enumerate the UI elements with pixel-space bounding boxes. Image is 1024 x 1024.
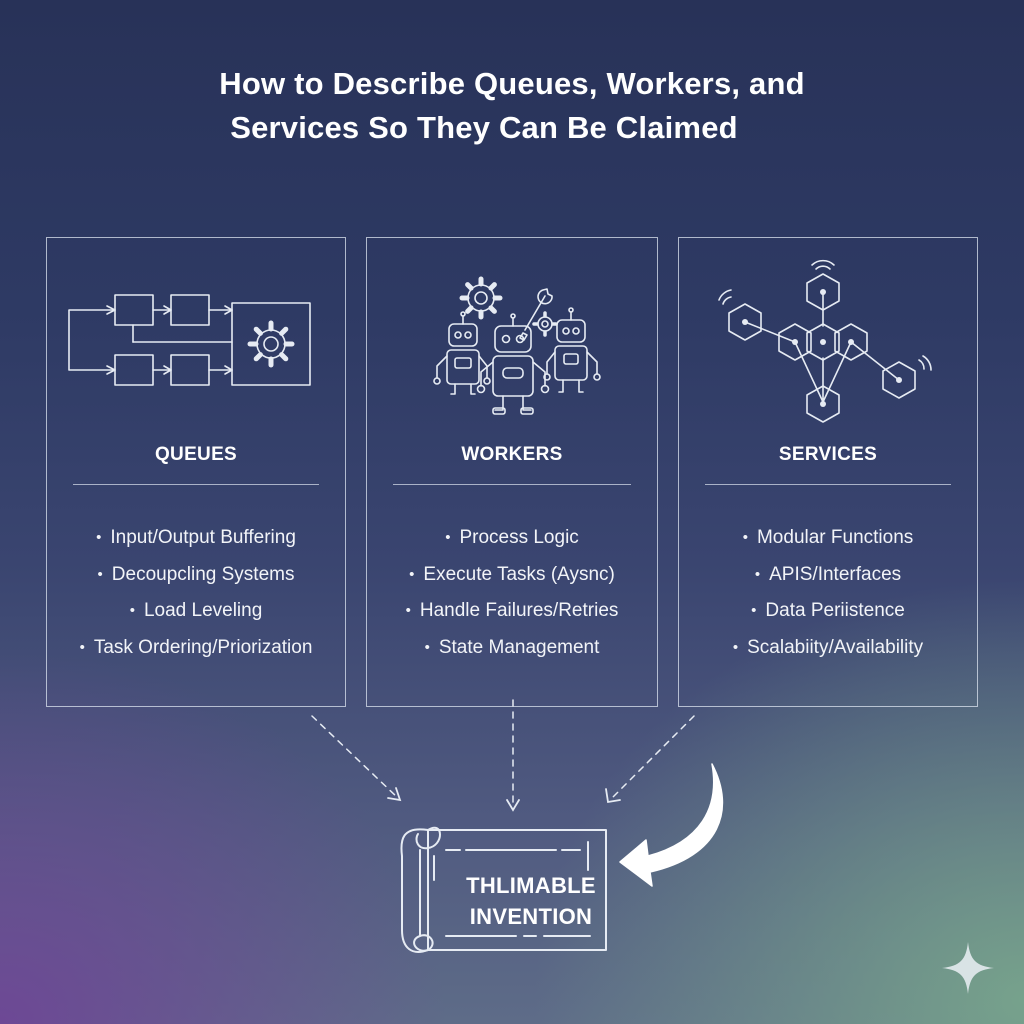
scroll-label-line-2: INVENTION (436, 901, 626, 932)
dashed-arrow-workers (507, 700, 519, 810)
sparkle-icon (940, 940, 996, 996)
curved-arrow (620, 764, 722, 886)
scroll-label: THLIMABLE INVENTION (436, 870, 626, 932)
dashed-arrow-queues (312, 716, 400, 800)
dashed-arrow-services (606, 716, 694, 802)
scroll-label-line-1: THLIMABLE (436, 870, 626, 901)
